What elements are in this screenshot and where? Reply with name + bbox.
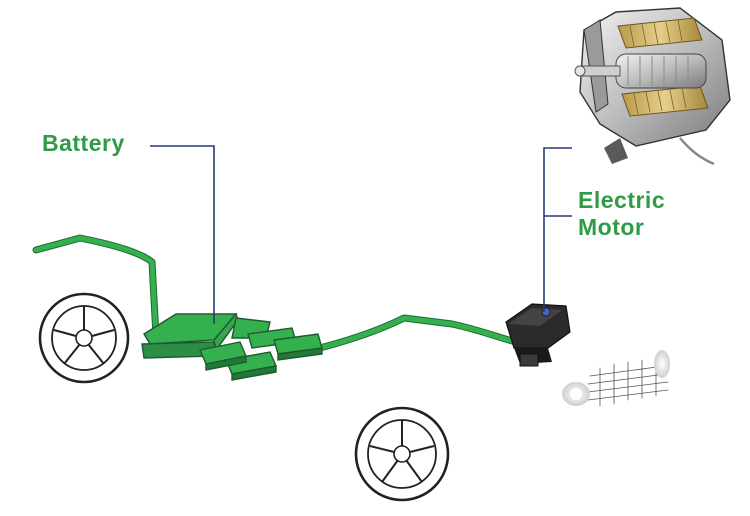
power-wire	[32, 234, 520, 354]
car-hood	[300, 258, 664, 310]
grille-mesh	[587, 357, 669, 407]
front-wheel	[354, 406, 450, 502]
car-outline	[86, 146, 680, 456]
electric-motor-label: Electric Motor	[578, 187, 665, 241]
car-windshield	[270, 189, 446, 296]
car-side-window	[150, 190, 276, 262]
rear-wheel	[38, 292, 130, 384]
side-mirror	[230, 257, 286, 287]
motor-callout-line	[543, 147, 572, 312]
motor-cutaway-illustration	[574, 7, 731, 166]
motor-label-line2: Motor	[578, 214, 645, 240]
battery-pack-icon	[141, 312, 323, 381]
callout-lines	[150, 145, 572, 324]
car-roof	[86, 146, 464, 238]
car-bumper	[520, 404, 680, 456]
headlight-right	[654, 350, 670, 378]
battery-label: Battery	[42, 130, 125, 157]
battery-label-text: Battery	[42, 130, 125, 156]
battery-callout-line	[150, 145, 215, 324]
electric-motor-icon	[505, 303, 571, 367]
wire-path-inner	[33, 235, 519, 353]
motor-label-line1: Electric	[578, 187, 666, 213]
